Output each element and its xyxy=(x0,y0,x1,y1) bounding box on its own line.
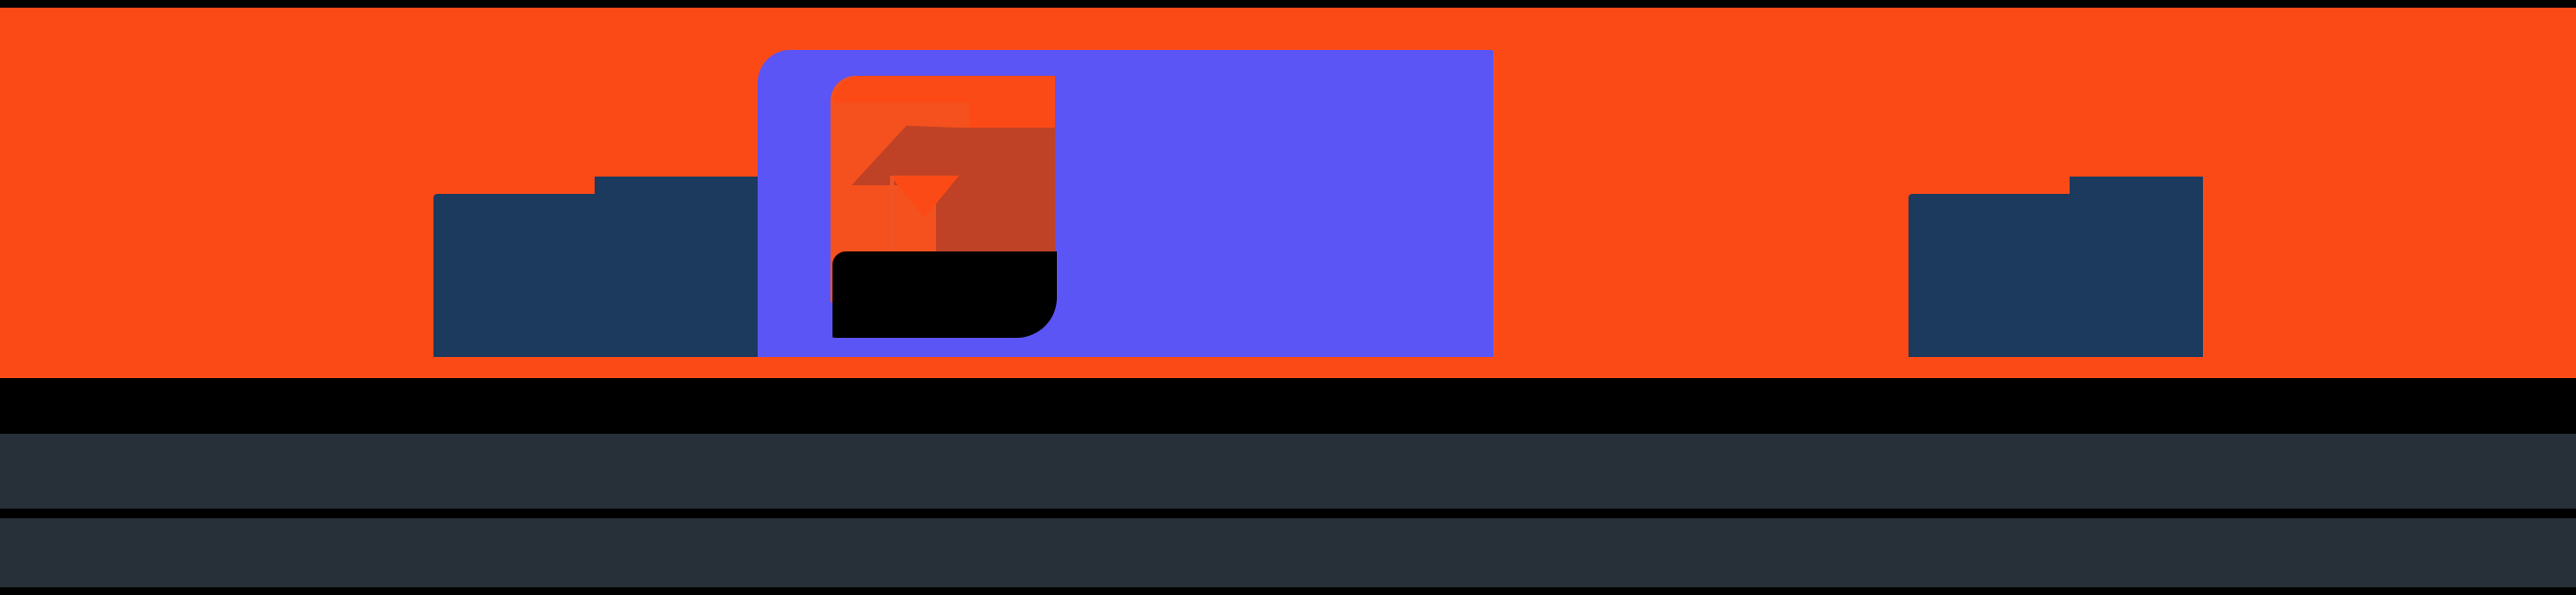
top-black-rule xyxy=(0,0,2576,8)
folder-block-3[interactable] xyxy=(1909,177,2203,357)
mid-black-band xyxy=(0,378,2576,434)
purple-overlay-card[interactable] xyxy=(758,50,1493,357)
bottom-black-rule xyxy=(0,587,2576,595)
folder-block-3-lower-step xyxy=(1909,194,2203,357)
slate-bar-upper[interactable] xyxy=(0,434,2576,509)
black-gap xyxy=(0,509,2576,518)
black-inner-panel xyxy=(832,251,1057,338)
slate-bar-lower[interactable] xyxy=(0,518,2576,587)
glyph-stem xyxy=(890,176,894,302)
